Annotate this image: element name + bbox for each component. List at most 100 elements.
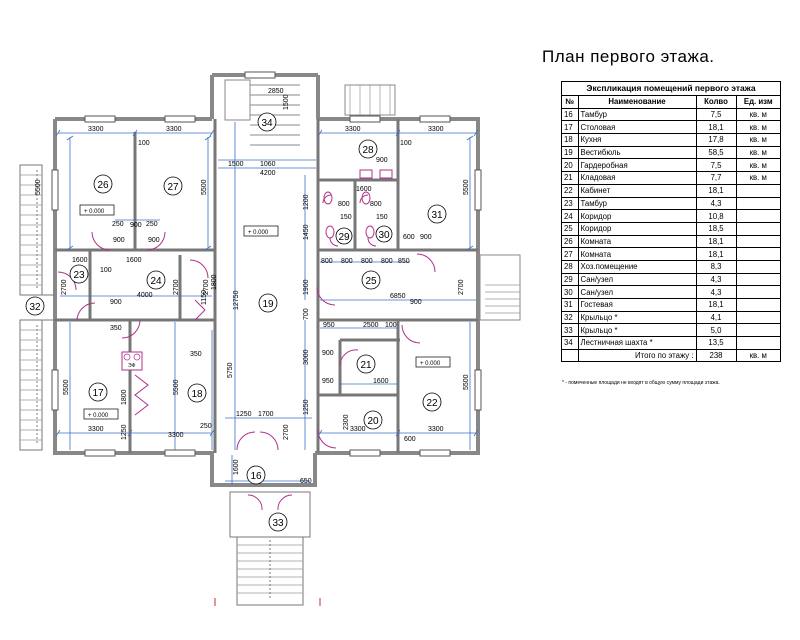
room-27-number: 27 <box>167 182 179 193</box>
plan-title: План первого этажа. <box>542 47 715 66</box>
room-34-number: 34 <box>261 118 273 129</box>
dim-label: 5500 <box>173 379 180 395</box>
cell-qty: 18,1 <box>695 120 737 135</box>
right-porch-stair <box>479 254 521 321</box>
dim-label: 12750 <box>233 290 240 310</box>
room-24-number: 24 <box>150 276 162 287</box>
cell-no: 22 <box>562 183 579 198</box>
cell-qty: 5,0 <box>695 323 737 338</box>
cell-unit <box>735 310 780 325</box>
dim-label: 4000 <box>137 292 153 299</box>
dim-label: 1060 <box>260 161 276 168</box>
cell-name: Гардеробная <box>577 158 697 173</box>
cell-no: 24 <box>562 209 579 223</box>
level-marks: + 0.000 + 0.000 + 0.000 + 0.000 <box>79 204 451 420</box>
cell-no: 23 <box>562 196 579 211</box>
cell-unit <box>735 272 780 287</box>
dimension-labels: 3300 3300 3300 3300 3300 3300 3300 3300 … <box>35 88 470 485</box>
cell-qty: 18,1 <box>695 247 737 261</box>
cell-unit <box>735 196 780 211</box>
axis-marks <box>214 598 321 606</box>
cell-no: 18 <box>562 133 579 147</box>
dim-label: 350 <box>110 325 122 332</box>
cell-no: 25 <box>562 221 579 236</box>
dim-label: 900 <box>113 237 125 244</box>
cell-name: Кладовая <box>577 171 697 185</box>
cell-no: 31 <box>562 298 579 312</box>
dim-label: 950 <box>322 378 334 385</box>
dim-label: 2700 <box>203 279 210 295</box>
stove-label: ЭФ <box>128 363 136 369</box>
dim-label: 250 <box>112 221 124 228</box>
dim-label: 1600 <box>126 257 142 264</box>
plumbing-fixtures <box>323 169 393 239</box>
cell-unit <box>735 323 780 338</box>
dim-label: 3300 <box>88 126 104 133</box>
dim-label: 2700 <box>61 279 68 295</box>
cell-qty: 17,8 <box>695 133 737 147</box>
dim-label: 800 <box>381 258 393 265</box>
dim-label: 1500 <box>228 161 244 168</box>
dim-label: 100 <box>400 140 412 147</box>
dim-label: 150 <box>376 214 388 221</box>
dim-label: 850 <box>398 258 410 265</box>
level-mark-17: + 0.000 <box>88 413 109 419</box>
dim-label: 3300 <box>88 426 104 433</box>
cell-unit <box>735 221 780 236</box>
cell-name: Кабинет <box>577 183 697 198</box>
dim-label: 5750 <box>227 362 234 378</box>
total-qty: 238 <box>695 348 737 362</box>
dim-label: 1150 <box>201 290 208 305</box>
dim-label: 1450 <box>303 224 310 240</box>
total-label: Итого по этажу : <box>577 348 697 362</box>
cell-name: Сан/узел <box>577 285 697 299</box>
cell-unit <box>735 209 780 223</box>
stair-shaft-34 <box>224 79 396 146</box>
room-numbers: 26 27 28 31 29 30 23 24 32 25 19 34 17 1… <box>29 118 443 529</box>
floor-plan-drawing: ЭФ 3300 3300 3300 <box>19 71 521 606</box>
cell-unit <box>735 285 780 299</box>
dim-label: 700 <box>303 308 310 320</box>
dim-label: 1250 <box>236 411 252 418</box>
dim-label: 1250 <box>303 399 310 415</box>
room-19-number: 19 <box>262 299 274 310</box>
dim-label: 350 <box>190 351 202 358</box>
cell-name: Гостевая <box>577 298 697 312</box>
cell-unit <box>735 183 780 198</box>
stove: ЭФ <box>121 351 143 371</box>
cell-name: Столовая <box>577 120 697 135</box>
cell-no: 17 <box>562 120 579 135</box>
dim-label: 1200 <box>303 194 310 210</box>
cell-qty: 4,3 <box>695 272 737 287</box>
dim-label: 6850 <box>390 293 406 300</box>
dim-label: 900 <box>148 237 160 244</box>
room-31-number: 31 <box>431 210 443 221</box>
cell-qty: 18,1 <box>695 298 737 312</box>
level-mark-19: + 0.000 <box>248 230 269 236</box>
cell-qty: 4,3 <box>695 196 737 211</box>
table-footnote: * - помеченные площади не входят в общую… <box>562 380 720 386</box>
interior-walls <box>55 119 478 453</box>
dim-label: 1800 <box>211 274 218 290</box>
dim-label: 900 <box>420 234 432 241</box>
col-header-number: № <box>562 96 579 109</box>
cell-unit <box>735 234 780 249</box>
cell-qty: 7,7 <box>695 171 737 185</box>
dim-label: 100 <box>100 267 112 274</box>
col-header-qty: Колво <box>695 96 737 109</box>
dim-label: 600 <box>404 436 416 443</box>
dim-label: 100 <box>138 140 150 147</box>
dim-label: 900 <box>110 299 122 306</box>
cell-no: 20 <box>562 158 579 173</box>
dim-label: 100 <box>385 322 397 329</box>
cell-name: Хоз.помещение <box>577 259 697 274</box>
dim-label: 1600 <box>373 378 389 385</box>
cell-qty: 18,1 <box>695 183 737 198</box>
stair-steps-left <box>20 174 42 441</box>
